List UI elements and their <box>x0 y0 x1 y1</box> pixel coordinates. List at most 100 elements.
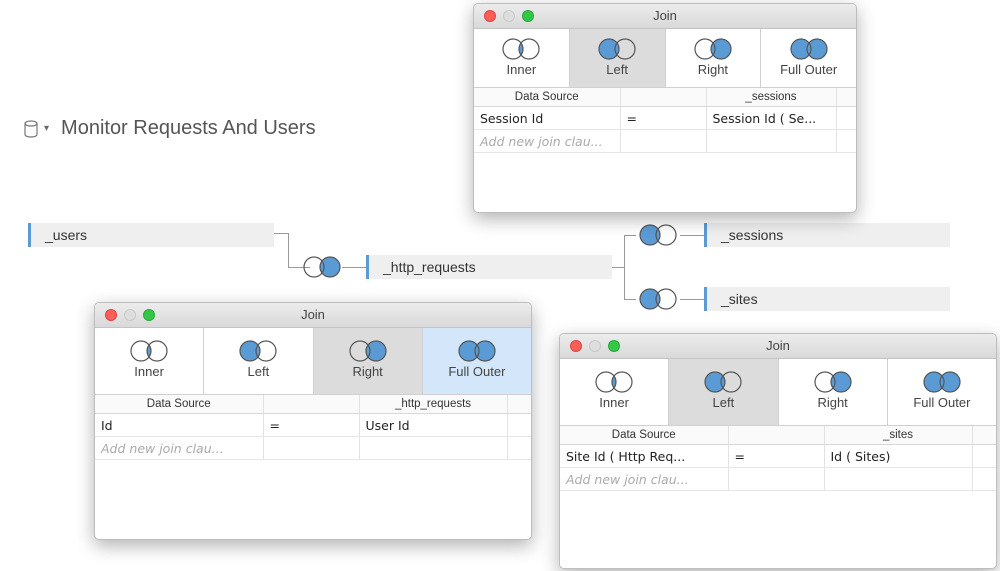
join-clause-grid: Data Source _sessions Session Id = Sessi… <box>474 88 856 153</box>
venn-left-icon <box>701 369 745 395</box>
column-header: Data Source <box>95 395 264 414</box>
add-join-clause[interactable]: Add new join clau... <box>474 129 621 153</box>
join-type-left[interactable]: Left <box>669 359 779 425</box>
datasource-header: ▾ Monitor Requests And Users <box>24 117 316 140</box>
venn-full-outer-icon <box>455 338 499 364</box>
zoom-button[interactable] <box>143 309 155 321</box>
join-type-selector: Inner Left Right Full Outer <box>560 359 996 426</box>
join-type-right[interactable]: Right <box>665 29 762 87</box>
column-header: _sessions <box>706 88 837 107</box>
join-type-label: Right <box>352 364 383 379</box>
left-field[interactable]: Id <box>95 413 264 437</box>
add-clause-row[interactable]: Add new join clau... <box>560 467 996 491</box>
table-sessions[interactable]: _sessions <box>704 223 950 247</box>
add-join-clause[interactable]: Add new join clau... <box>560 467 729 491</box>
join-type-inner[interactable]: Inner <box>474 29 570 87</box>
join-type-label: Left <box>606 62 628 77</box>
join-users-http-icon[interactable] <box>300 254 344 280</box>
connector-sites <box>624 299 636 300</box>
zoom-button[interactable] <box>522 10 534 22</box>
column-header: _http_requests <box>359 395 508 414</box>
venn-inner-icon <box>499 36 543 62</box>
connector-sessions <box>624 235 636 236</box>
join-type-label: Left <box>712 395 735 410</box>
join-type-left[interactable]: Left <box>569 29 666 87</box>
column-header <box>620 88 707 107</box>
venn-full-outer-icon <box>787 36 831 62</box>
join-type-right[interactable]: Right <box>313 328 423 394</box>
add-clause-row[interactable]: Add new join clau... <box>474 129 856 153</box>
left-field[interactable]: Site Id ( Http Req... <box>560 444 729 468</box>
venn-right-icon <box>811 369 855 395</box>
right-field[interactable]: Session Id ( Se... <box>706 106 837 130</box>
join-type-selector: Inner Left Right Full Outer <box>474 29 856 88</box>
dialog-title: Join <box>766 338 790 353</box>
close-button[interactable] <box>105 309 117 321</box>
dialog-titlebar[interactable]: Join <box>95 303 531 328</box>
add-join-clause[interactable]: Add new join clau... <box>95 436 264 460</box>
join-clause-row[interactable]: Id = User Id <box>95 413 531 437</box>
join-type-label: Full Outer <box>448 364 506 379</box>
database-icon[interactable] <box>24 119 38 138</box>
join-type-full-outer[interactable]: Full Outer <box>422 328 531 394</box>
table-http-requests[interactable]: _http_requests <box>366 255 612 279</box>
column-header <box>728 426 825 445</box>
column-header: Data Source <box>474 88 621 107</box>
join-clause-row[interactable]: Session Id = Session Id ( Se... <box>474 106 856 130</box>
datasource-title[interactable]: Monitor Requests And Users <box>61 117 316 139</box>
minimize-button[interactable] <box>503 10 515 22</box>
join-clause-row[interactable]: Site Id ( Http Req... = Id ( Sites) <box>560 444 996 468</box>
join-type-inner[interactable]: Inner <box>560 359 670 425</box>
join-type-label: Full Outer <box>913 395 971 410</box>
column-header: _sites <box>824 426 973 445</box>
connector-sites-right <box>680 299 704 300</box>
operator[interactable]: = <box>620 106 707 130</box>
connector-branch <box>612 267 624 268</box>
join-dialog-sites: Join Inner Left Right Full Outer Data So… <box>559 333 997 569</box>
venn-left-icon <box>595 36 639 62</box>
right-field[interactable]: User Id <box>359 413 508 437</box>
join-clause-grid: Data Source _http_requests Id = User Id … <box>95 395 531 460</box>
datasource-menu-caret-icon[interactable]: ▾ <box>44 123 50 134</box>
join-http-sessions-icon[interactable] <box>636 222 680 248</box>
join-type-label: Inner <box>134 364 164 379</box>
connector-sessions-right <box>680 235 704 236</box>
table-users[interactable]: _users <box>28 223 274 247</box>
close-button[interactable] <box>484 10 496 22</box>
connector-http-join <box>342 267 366 268</box>
dialog-title: Join <box>301 307 325 322</box>
zoom-button[interactable] <box>608 340 620 352</box>
right-field[interactable]: Id ( Sites) <box>824 444 973 468</box>
minimize-button[interactable] <box>124 309 136 321</box>
join-type-label: Left <box>247 364 270 379</box>
venn-full-outer-icon <box>920 369 964 395</box>
join-type-right[interactable]: Right <box>778 359 888 425</box>
venn-inner-icon <box>127 338 171 364</box>
dialog-titlebar[interactable]: Join <box>474 4 856 29</box>
close-button[interactable] <box>570 340 582 352</box>
join-type-left[interactable]: Left <box>204 328 314 394</box>
join-type-label: Right <box>817 395 848 410</box>
join-type-full-outer[interactable]: Full Outer <box>761 29 856 87</box>
join-dialog-users: Join Inner Left Right Full Outer Data So… <box>94 302 532 540</box>
column-header <box>263 395 360 414</box>
venn-right-icon <box>346 338 390 364</box>
join-type-inner[interactable]: Inner <box>95 328 205 394</box>
operator[interactable]: = <box>728 444 825 468</box>
dialog-title: Join <box>653 8 677 23</box>
join-type-full-outer[interactable]: Full Outer <box>887 359 996 425</box>
table-sites[interactable]: _sites <box>704 287 950 311</box>
left-field[interactable]: Session Id <box>474 106 621 130</box>
dialog-titlebar[interactable]: Join <box>560 334 996 359</box>
connector-vertical <box>624 235 625 299</box>
column-header: Data Source <box>560 426 729 445</box>
join-http-sites-icon[interactable] <box>636 286 680 312</box>
venn-right-icon <box>691 36 735 62</box>
add-clause-row[interactable]: Add new join clau... <box>95 436 531 460</box>
join-dialog-sessions: Join Inner Left Right Full Outer Data So… <box>473 3 857 213</box>
minimize-button[interactable] <box>589 340 601 352</box>
operator[interactable]: = <box>263 413 360 437</box>
join-type-label: Inner <box>599 395 629 410</box>
connector-users <box>274 233 289 268</box>
venn-inner-icon <box>592 369 636 395</box>
